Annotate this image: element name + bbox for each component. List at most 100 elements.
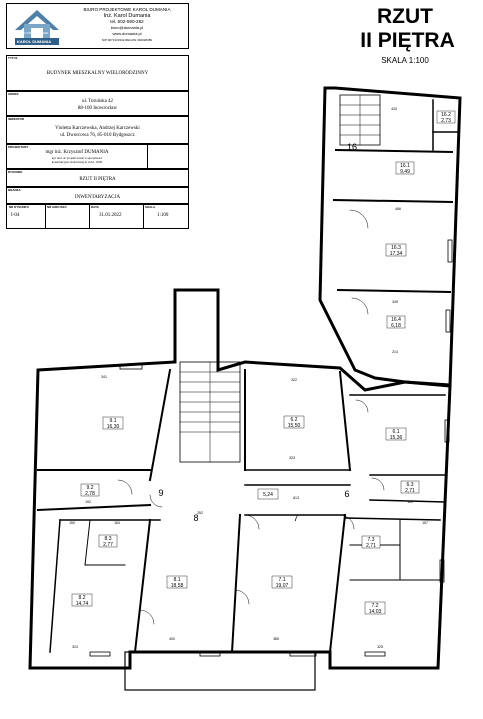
- office-phone: tel. 602-590-282: [110, 19, 144, 24]
- dim-label: 385: [273, 637, 279, 641]
- svg-text:6.2: 6.2: [291, 417, 298, 423]
- title-row-object: TYTUŁ BUDYNEK MIESZKALNY WIELORODZINNY: [6, 55, 189, 91]
- designer-line3: konstrukcyjno-budowlanej nr ewid. 10/00: [51, 160, 103, 164]
- svg-text:19,07: 19,07: [276, 583, 289, 589]
- svg-text:2,71: 2,71: [366, 543, 376, 549]
- title-row-numbers: NR RYSUNKU I-04 NR ARKUSZA DATA 31.01.20…: [6, 204, 189, 229]
- svg-text:8.3: 8.3: [105, 536, 112, 542]
- apartment-number: 9: [158, 488, 163, 498]
- stage-label: BRANŻA: [8, 188, 21, 192]
- svg-text:6.3: 6.3: [407, 482, 414, 488]
- apartment-number: 7: [293, 513, 298, 523]
- room-16-4: 16.4 6,18: [386, 315, 406, 329]
- object-label: TYTUŁ: [8, 56, 18, 60]
- scale-value: 1:100: [157, 213, 169, 218]
- drawing-value: RZUT II PIĘTRA: [79, 177, 116, 182]
- svg-text:9,49: 9,49: [400, 169, 410, 175]
- svg-text:16.1: 16.1: [400, 163, 410, 169]
- number-value: I-04: [11, 213, 20, 218]
- svg-text:18,58: 18,58: [171, 583, 184, 589]
- designer-label: PROJEKTANT: [8, 145, 29, 149]
- dim-label: 400: [169, 637, 175, 641]
- svg-text:16.2: 16.2: [441, 112, 451, 118]
- room-6-3: 6.3 2,71: [400, 480, 420, 494]
- dim-label: 252: [197, 511, 203, 515]
- room-7-2: 7.2 14,03: [364, 601, 386, 615]
- dim-label: 324: [72, 645, 78, 649]
- address-line2: 88-100 Inowrocław: [77, 106, 118, 111]
- investor-line1: Violetta Karczewska, Andrzej Karczewski: [55, 126, 140, 131]
- logo-text-main: KAROL DUMANIA: [17, 39, 52, 44]
- room-9-2: 9.2 2,78: [80, 483, 100, 497]
- dim-label: 160: [407, 500, 413, 504]
- svg-text:2,73: 2,73: [441, 118, 451, 124]
- dim-label: 214: [392, 350, 398, 354]
- number-label: NR RYSUNKU: [9, 205, 29, 209]
- svg-text:8.1: 8.1: [174, 577, 181, 583]
- investor-label: INWESTOR: [8, 117, 25, 121]
- svg-text:16.4: 16.4: [391, 317, 401, 323]
- svg-text:15,36: 15,36: [390, 435, 403, 441]
- outer-wall-wing: [318, 86, 462, 387]
- title-row-drawing: RYSUNEK RZUT II PIĘTRA: [6, 169, 189, 187]
- date-value: 31.01.2022: [99, 213, 122, 218]
- dim-label: 192: [85, 500, 91, 504]
- office-website: www.dumania.pl: [112, 31, 142, 36]
- room-8-2: 8.2 14,74: [71, 593, 93, 607]
- svg-text:17,34: 17,34: [390, 251, 403, 257]
- date-label: DATA: [91, 205, 99, 209]
- address-label: ADRES: [8, 92, 19, 96]
- drawing-title-line2: II PIĘTRA: [360, 29, 455, 52]
- svg-text:7.3: 7.3: [368, 537, 375, 543]
- office-registry: NIP 9671333342 REGON 340928489: [101, 38, 153, 42]
- room-16-1: 16.1 9,49: [395, 161, 415, 175]
- room-8-1: 8.1 18,58: [166, 575, 188, 589]
- room-16-3: 16.3 17,34: [385, 243, 407, 257]
- room-8-3: 8.3 2,77: [98, 534, 118, 548]
- room-7-1: 7.1 19,07: [271, 575, 293, 589]
- svg-text:2,78: 2,78: [85, 491, 95, 497]
- designer-name: Inż. Karol Dumania: [103, 13, 151, 19]
- balcony: [124, 651, 316, 691]
- dim-label: 613: [293, 496, 299, 500]
- dim-label: 443: [391, 107, 397, 111]
- designer-line2: upr. bud. do projektowania w specjalnośc…: [51, 156, 103, 160]
- svg-text:14,03: 14,03: [369, 609, 382, 615]
- svg-text:7.1: 7.1: [279, 577, 286, 583]
- svg-text:16.3: 16.3: [391, 245, 401, 251]
- dim-label: 325: [377, 645, 383, 649]
- svg-text:6,18: 6,18: [391, 323, 401, 329]
- office-name: BIURO PROJEKTOWE KAROL DUMANIA: [83, 7, 171, 12]
- dim-label: 150: [69, 521, 75, 525]
- dim-label: 341: [101, 375, 107, 379]
- title-row-investor: INWESTOR Violetta Karczewska, Andrzej Ka…: [6, 116, 189, 144]
- room-9-1: 9.1 16,30: [102, 416, 124, 430]
- signature-box: [147, 145, 188, 168]
- svg-text:14,74: 14,74: [76, 601, 89, 607]
- svg-text:9.2: 9.2: [87, 485, 94, 491]
- sheet-label: NR ARKUSZA: [47, 205, 67, 209]
- room-6-2: 6.2 15,50: [283, 415, 305, 429]
- investor-line2: ul. Dworcowa 76, 85-010 Bydgoszcz: [60, 133, 135, 138]
- svg-text:2,71: 2,71: [405, 488, 415, 494]
- designer-line1: mgr inż. Krzysztof DUMANIA: [45, 150, 109, 155]
- drawing-scale: SKALA 1:100: [381, 56, 429, 65]
- dim-label: 349: [392, 300, 398, 304]
- room-7-3: 7.3 2,71: [361, 535, 381, 549]
- drawing-title-line1: RZUT: [377, 5, 433, 28]
- office-email: biuro@dumania.pl: [110, 25, 144, 30]
- svg-text:16,30: 16,30: [107, 424, 120, 430]
- room-16-2: 16.2 2,73: [436, 110, 456, 124]
- dim-label: 322: [291, 378, 297, 382]
- svg-text:6.1: 6.1: [393, 429, 400, 435]
- address-line1: ul. Toruńska 42: [81, 99, 114, 104]
- outer-wall-main: [28, 288, 452, 670]
- dim-label: 184: [114, 521, 120, 525]
- header-box: BIURO PROJEKTOWE KAROL DUMANIA BIURO PRO…: [6, 3, 189, 49]
- room-6-1: 6.1 15,36: [385, 427, 407, 441]
- svg-text:15,50: 15,50: [288, 423, 301, 429]
- drawing-label: RYSUNEK: [8, 170, 23, 174]
- apartment-number: 16: [347, 142, 357, 152]
